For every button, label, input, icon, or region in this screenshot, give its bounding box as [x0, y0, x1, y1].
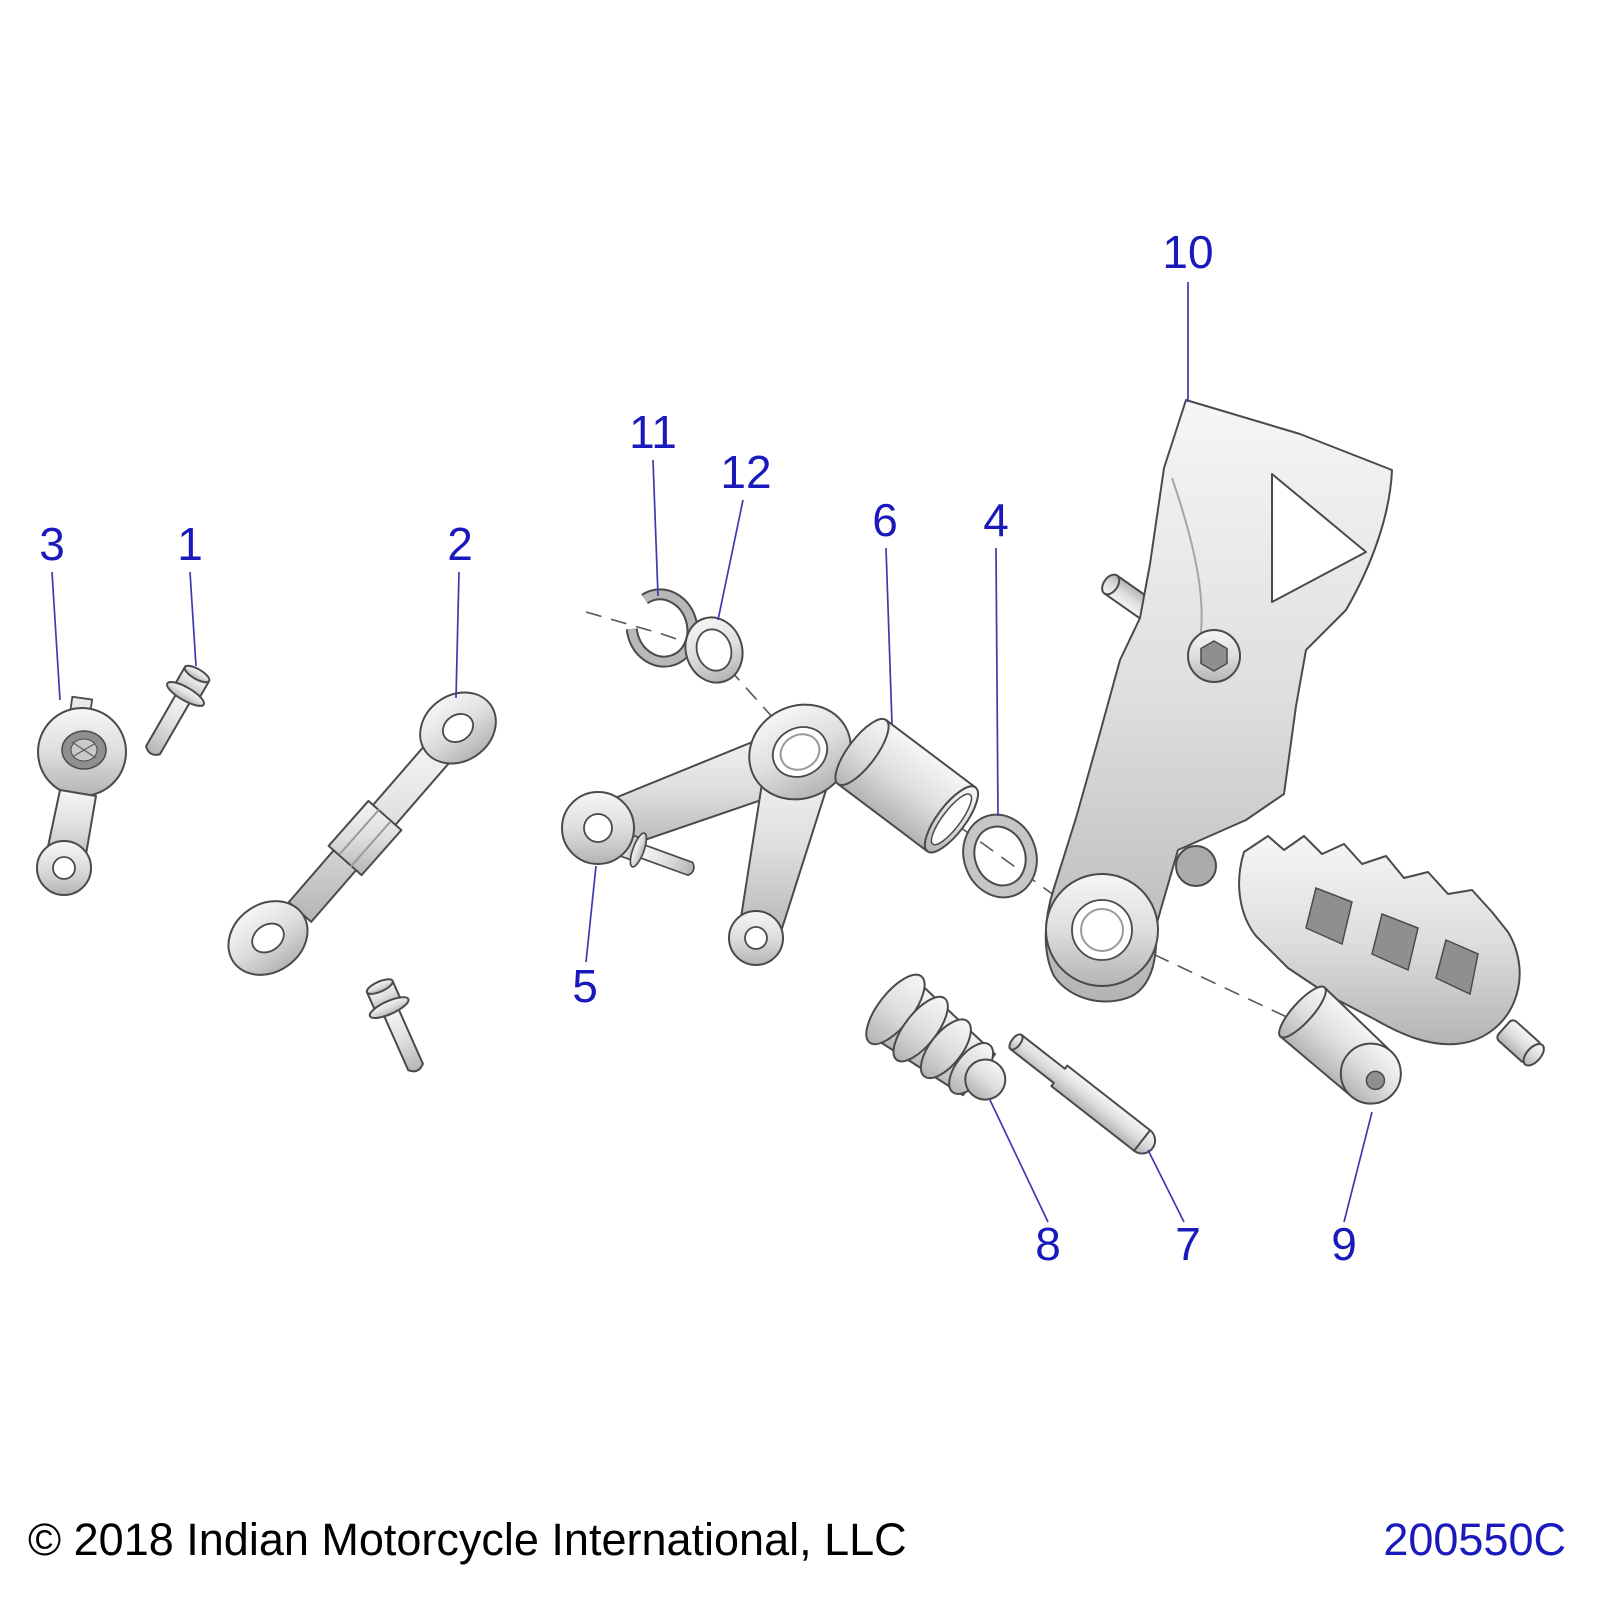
callout-1: 1	[177, 518, 203, 570]
leader-8	[989, 1099, 1049, 1223]
leader-2	[455, 571, 460, 699]
part-6-spacer-bushing	[834, 717, 979, 854]
foot-peg	[1238, 835, 1545, 1067]
leader-7	[1147, 1149, 1185, 1223]
leader-6	[885, 547, 893, 725]
callout-6: 6	[872, 494, 898, 546]
part-11-snap-ring	[625, 588, 699, 668]
part-2-shift-linkage	[227, 691, 497, 976]
callouts: 1 2 3 4 5 6 7 8 9 10 11 12	[39, 226, 1357, 1270]
diagram-code: 200550C	[1383, 1514, 1566, 1565]
callout-3: 3	[39, 518, 65, 570]
part-5-shift-lever	[561, 703, 852, 966]
callout-9: 9	[1331, 1218, 1357, 1270]
callout-5: 5	[572, 960, 598, 1012]
leader-11	[652, 459, 659, 597]
callout-10: 10	[1162, 226, 1213, 278]
leader-5	[585, 865, 597, 963]
callout-7: 7	[1175, 1218, 1201, 1270]
part-10-footpeg-bracket	[1044, 399, 1545, 1067]
leader-9	[1343, 1111, 1373, 1223]
callout-12: 12	[720, 446, 771, 498]
part-9-mount-bushing	[1278, 985, 1402, 1105]
part-12-washer	[684, 616, 744, 684]
callout-8: 8	[1035, 1218, 1061, 1270]
diagram-footer: © 2018 Indian Motorcycle International, …	[0, 1514, 1600, 1566]
linkage-lower-bolt	[357, 972, 438, 1081]
leader-4	[995, 547, 999, 817]
part-1-bolt	[131, 658, 219, 766]
part-3-shift-clamp	[36, 695, 127, 896]
leader-1	[189, 571, 197, 667]
callout-2: 2	[447, 518, 473, 570]
callout-11: 11	[629, 406, 677, 458]
leader-lines	[51, 282, 1373, 1223]
callout-4: 4	[983, 494, 1009, 546]
copyright-text: © 2018 Indian Motorcycle International, …	[28, 1514, 907, 1565]
leader-3	[51, 571, 61, 701]
leader-12	[717, 499, 744, 621]
part-8-rubber-shift-peg	[865, 973, 1007, 1101]
part-4-oring	[962, 813, 1038, 899]
part-7-pin	[1008, 1033, 1157, 1155]
